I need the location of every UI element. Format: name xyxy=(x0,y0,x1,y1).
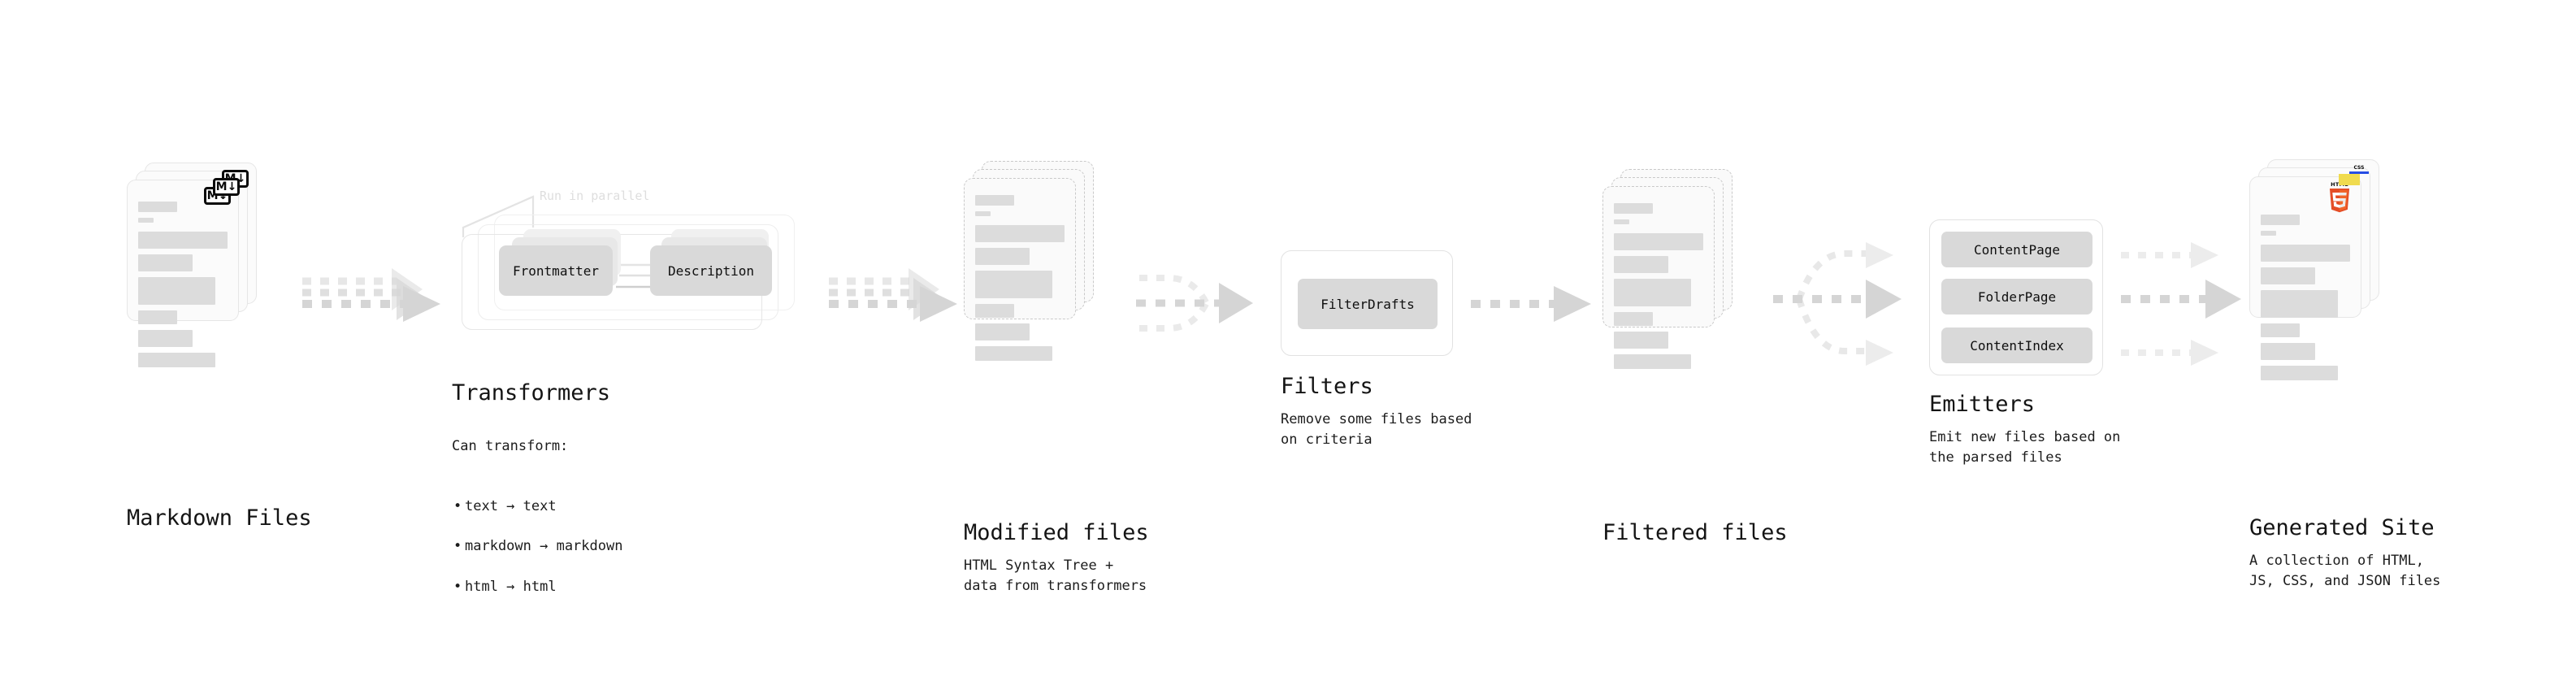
skeleton-line xyxy=(138,330,193,347)
skeleton-line xyxy=(2261,245,2350,262)
stage-modified-files: Modified files HTML Syntax Tree + data f… xyxy=(964,161,1149,596)
skeleton-line xyxy=(1614,332,1669,349)
transformer-chip-description[interactable]: Description xyxy=(650,245,772,296)
javascript-icon xyxy=(2339,174,2360,185)
skeleton-line xyxy=(975,323,1030,340)
arrow-markdown-to-transformers xyxy=(302,268,440,322)
stage-filters: FilterDrafts Filters Remove some files b… xyxy=(1281,250,1472,450)
skeleton-line xyxy=(1614,256,1669,273)
stage-title-generated-site: Generated Site xyxy=(2249,515,2435,540)
file-skeleton-content xyxy=(975,195,1065,361)
skeleton-line xyxy=(975,346,1052,361)
modified-files-description: HTML Syntax Tree + data from transformer… xyxy=(964,557,1147,595)
skeleton-line xyxy=(1614,233,1703,250)
markdown-badge: M↓ xyxy=(213,178,240,196)
transformers-bullet-list: text → text markdown → markdown html → h… xyxy=(452,476,622,616)
stage-title-filtered-files: Filtered files xyxy=(1602,520,1788,545)
skeleton-line xyxy=(138,232,228,249)
skeleton-line xyxy=(975,225,1065,242)
emitter-chip-contentindex[interactable]: ContentIndex xyxy=(1941,327,2092,363)
generated-file-card-html: HTML xyxy=(2249,176,2361,380)
skeleton-title-bar xyxy=(138,202,178,212)
emitters-group-box: ContentPage FolderPage ContentIndex xyxy=(1929,219,2103,375)
transformer-chip-description-label: Description xyxy=(668,262,754,279)
emitter-chip-contentpage-label: ContentPage xyxy=(1974,241,2060,258)
transformers-description: Can transform: text → text markdown → ma… xyxy=(452,416,622,636)
filtered-file-stack xyxy=(1602,169,1741,369)
arrow-transformers-to-modified-files xyxy=(829,268,957,322)
stage-title-emitters: Emitters xyxy=(1929,392,2036,417)
arrow-filtered-files-to-emitters xyxy=(1773,242,1902,366)
file-skeleton-content xyxy=(1614,203,1703,369)
skeleton-line xyxy=(138,353,215,367)
transformer-group-box-back-1 xyxy=(478,224,778,320)
modified-file-stack xyxy=(964,161,1102,361)
transformer-chip-frontmatter[interactable]: Frontmatter xyxy=(499,245,613,296)
skeleton-line xyxy=(2261,343,2316,360)
generated-site-description: A collection of HTML, JS, CSS, and JSON … xyxy=(2249,553,2441,590)
stage-title-modified-files: Modified files xyxy=(964,520,1149,545)
stage-generated-site: CSS HTML xyxy=(2249,159,2440,592)
transformer-chip-frontmatter-label: Frontmatter xyxy=(513,262,599,279)
emitters-description: Emit new files based on the parsed files xyxy=(1929,429,2121,466)
skeleton-block xyxy=(1614,279,1691,306)
skeleton-line xyxy=(2261,366,2338,380)
skeleton-subtitle-bar xyxy=(1614,219,1629,224)
markdown-file-card-front: M↓ xyxy=(127,180,239,367)
markdown-badge-letter: M↓ xyxy=(215,180,237,193)
skeleton-line xyxy=(975,304,1015,318)
run-in-parallel-label: Run in parallel xyxy=(540,189,650,203)
generated-site-file-stack: CSS HTML xyxy=(2249,159,2396,380)
skeleton-block xyxy=(138,277,215,305)
filtered-file-card-front xyxy=(1602,186,1715,369)
skeleton-subtitle-bar xyxy=(975,211,991,216)
emitter-chip-folderpage-label: FolderPage xyxy=(1977,288,2057,305)
filters-description: Remove some files based on criteria xyxy=(1281,411,1472,449)
html5-icon: HTML xyxy=(2327,182,2352,213)
emitter-chip-contentindex-label: ContentIndex xyxy=(1970,337,2064,354)
filter-chip-filterdrafts-label: FilterDrafts xyxy=(1321,296,1415,312)
skeleton-title-bar xyxy=(2261,215,2301,225)
skeleton-subtitle-bar xyxy=(2261,231,2276,236)
css-icon-label: CSS xyxy=(2353,165,2365,171)
stage-title-filters: Filters xyxy=(1281,374,1373,399)
stage-filtered-files: Filtered files xyxy=(1602,169,1788,546)
arrow-emitters-to-generated-site xyxy=(2121,242,2241,366)
arrow-modified-files-to-filters xyxy=(1136,275,1253,332)
emitter-chip-contentpage[interactable]: ContentPage xyxy=(1941,232,2092,267)
skeleton-line xyxy=(975,248,1030,265)
skeleton-title-bar xyxy=(1614,203,1654,214)
skeleton-subtitle-bar xyxy=(138,218,154,223)
filters-group-box: FilterDrafts xyxy=(1281,250,1453,356)
stage-markdown-files: M↓ M↓ M↓ xyxy=(127,163,312,531)
skeleton-line xyxy=(138,310,178,324)
transformer-group-box-back-2 xyxy=(494,215,795,310)
markdown-file-stack: M↓ M↓ M↓ xyxy=(127,163,265,367)
emitter-chip-folderpage[interactable]: FolderPage xyxy=(1941,279,2092,314)
filter-chip-filterdrafts[interactable]: FilterDrafts xyxy=(1298,279,1438,329)
skeleton-title-bar xyxy=(975,195,1015,206)
skeleton-line xyxy=(138,254,193,271)
skeleton-line xyxy=(2261,267,2316,284)
css-icon: CSS xyxy=(2349,166,2369,174)
html5-shield-icon xyxy=(2329,188,2350,212)
skeleton-line xyxy=(1614,354,1691,369)
transformers-bullet: html → html xyxy=(452,577,622,597)
arrow-filters-to-filtered-files xyxy=(1471,286,1591,322)
stage-emitters: ContentPage FolderPage ContentIndex Emit… xyxy=(1929,219,2120,468)
transformers-bullet: markdown → markdown xyxy=(452,536,622,557)
modified-file-card-front xyxy=(964,178,1076,361)
skeleton-line xyxy=(1614,312,1654,326)
stage-title-transformers: Transformers xyxy=(452,380,611,406)
stage-title-markdown-files: Markdown Files xyxy=(127,505,312,531)
stage-transformers: Run in parallel Frontmatter xyxy=(452,189,795,636)
file-skeleton-content xyxy=(2261,215,2350,380)
skeleton-line xyxy=(2261,323,2301,337)
transformers-bullet: text → text xyxy=(452,497,622,517)
transformers-desc-lead: Can transform: xyxy=(452,438,569,455)
file-skeleton-content xyxy=(138,202,228,367)
skeleton-block xyxy=(2261,290,2338,318)
skeleton-block xyxy=(975,271,1052,298)
css-icon-bar xyxy=(2349,171,2369,174)
